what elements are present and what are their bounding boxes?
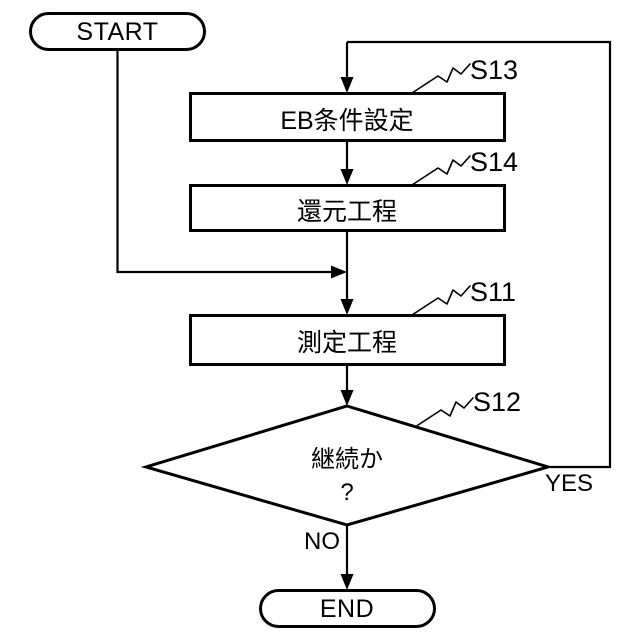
step-tag-s13: S13	[470, 55, 518, 85]
connector-yes-feedback-loop	[347, 40, 612, 469]
node-eb-condition[interactable]: EB条件設定	[189, 92, 506, 142]
connector-decision-no-to-end	[340, 525, 354, 590]
leader-line-s14	[411, 155, 471, 186]
node-start[interactable]: START	[29, 12, 206, 51]
start-terminator-shape	[29, 12, 206, 51]
leader-line-s12	[414, 397, 474, 428]
node-decision[interactable]: 継続か ?	[140, 404, 554, 527]
connector-reduction-to-measurement	[340, 230, 354, 315]
step-tag-s11: S11	[470, 277, 516, 307]
step-tag-s12: S12	[473, 387, 521, 417]
node-reduction[interactable]: 還元工程	[189, 184, 506, 232]
reduction-process-shape	[189, 184, 506, 232]
node-end[interactable]: END	[259, 589, 436, 628]
decision-diamond-shape	[140, 404, 554, 527]
node-measurement[interactable]: 測定工程	[189, 314, 506, 366]
connector-start-to-trunk	[116, 50, 347, 279]
connector-loop-to-eb-condition	[340, 42, 354, 93]
reduction-label: 還元工程	[297, 198, 397, 226]
connector-measurement-to-decision	[340, 365, 354, 406]
eb-condition-label: EB条件設定	[280, 107, 413, 135]
leader-line-s13	[411, 63, 471, 94]
end-label: END	[320, 595, 374, 623]
leader-line-s11	[411, 285, 471, 316]
end-terminator-shape	[259, 589, 436, 628]
connector-eb-condition-to-reduction	[340, 141, 354, 185]
decision-label-line1: 継続か	[311, 446, 383, 473]
start-label: START	[76, 18, 158, 46]
measurement-process-shape	[189, 314, 506, 366]
eb-condition-process-shape	[189, 92, 506, 142]
branch-label-no: NO	[304, 528, 340, 555]
measurement-label: 測定工程	[297, 329, 397, 357]
branch-label-yes: YES	[545, 470, 593, 497]
step-tag-s14: S14	[470, 147, 518, 177]
decision-label-line2: ?	[340, 479, 353, 506]
